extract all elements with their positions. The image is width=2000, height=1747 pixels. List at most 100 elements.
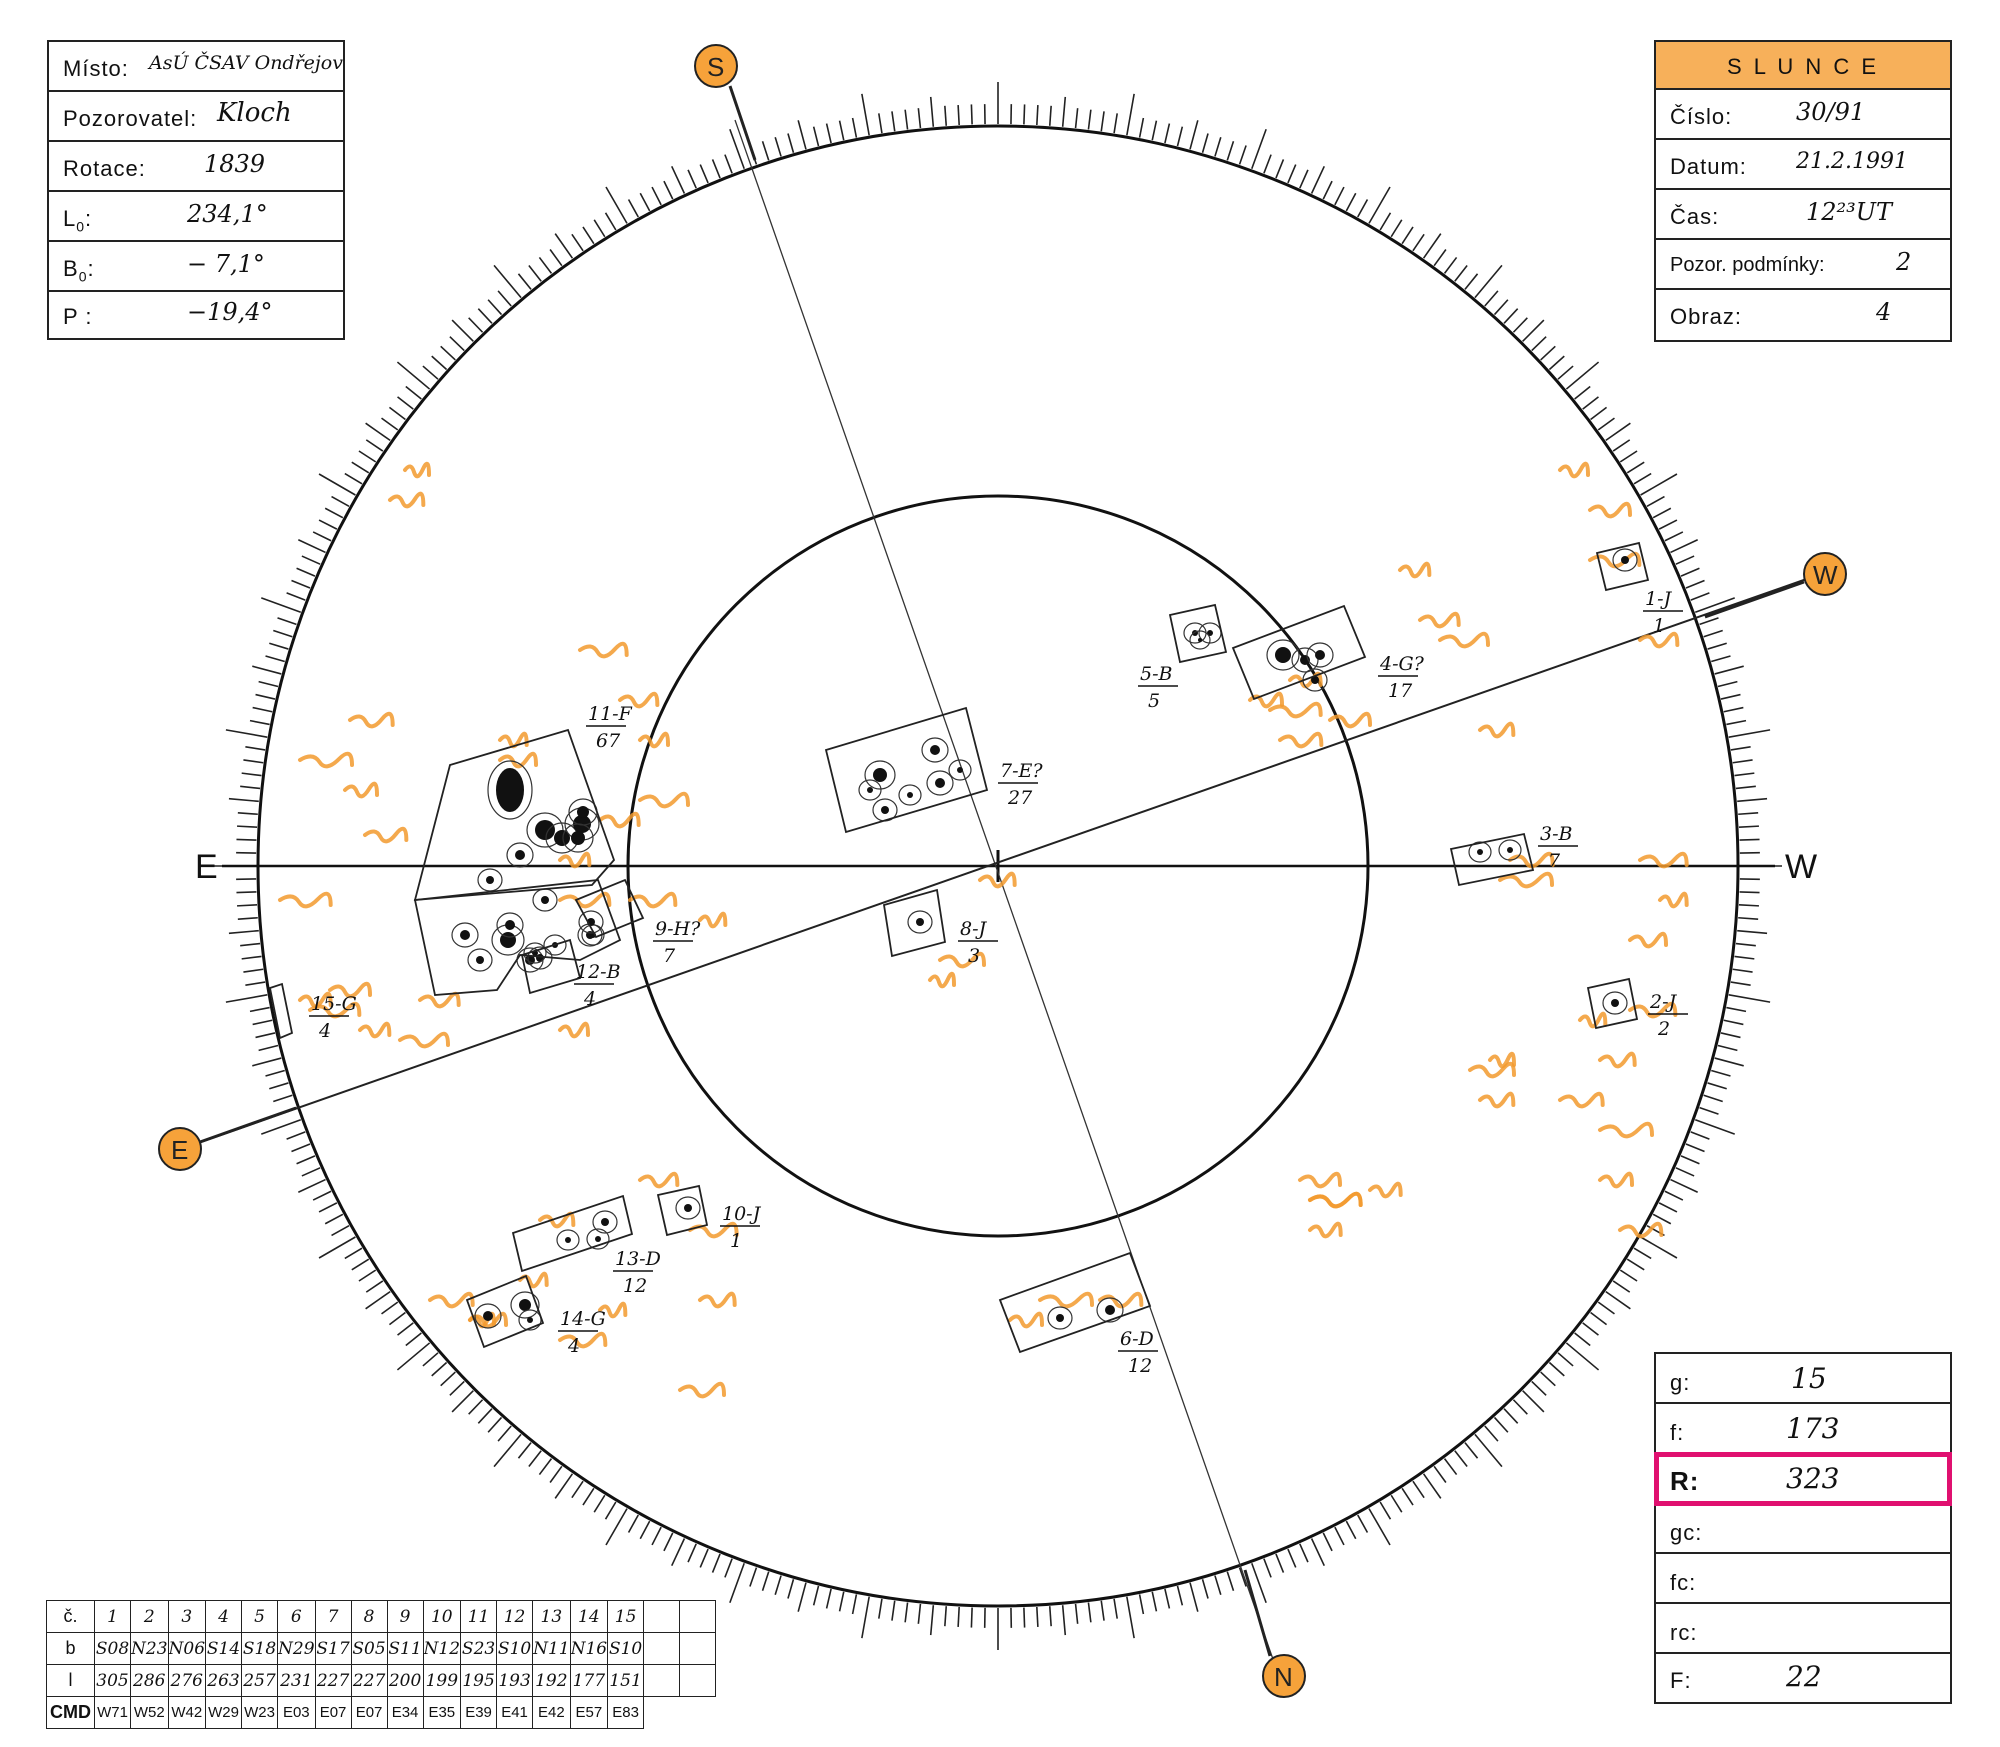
table-cell: 12 [496, 1600, 534, 1633]
limb-tick [528, 265, 542, 282]
group-id-label: 2-J [1649, 991, 1678, 1013]
limb-tick [358, 1269, 377, 1282]
limb-tick [1633, 472, 1652, 485]
table-cell: W42 [167, 1696, 207, 1729]
limb-tick [1652, 1213, 1672, 1225]
sunspot-umbra [571, 831, 585, 845]
limb-tick [1619, 450, 1638, 463]
limb-tick [312, 531, 332, 542]
table-cell: S08 [94, 1632, 131, 1665]
table-cell: 257 [241, 1664, 279, 1697]
sunspot-umbra [1315, 650, 1325, 660]
sunspot-penumbra [921, 737, 949, 763]
group-id-label: 3-B [1540, 823, 1573, 845]
limb-tick [422, 365, 439, 380]
sunspot-umbra [460, 930, 470, 940]
table-cell: S10 [607, 1632, 645, 1665]
limb-tick [1565, 361, 1600, 390]
limb-tick [1087, 109, 1092, 130]
limb-tick [252, 1019, 273, 1026]
east-label: E [195, 848, 218, 886]
limb-tick [318, 1202, 338, 1213]
limb-tick [1646, 495, 1665, 507]
facula-streak [1398, 561, 1432, 579]
limb-tick [1357, 1514, 1369, 1533]
limb-tick [1512, 317, 1528, 333]
limb-tick [440, 345, 456, 361]
table-cell: 286 [130, 1664, 169, 1697]
limb-tick [711, 159, 721, 179]
table-cell: 192 [532, 1664, 571, 1697]
limb-tick [240, 785, 261, 790]
limb-tick [331, 495, 350, 507]
cas-value: 12²³UT [1806, 198, 1893, 226]
table-cell: E35 [422, 1696, 462, 1729]
facula-streak [638, 731, 670, 749]
table-cell-empty [643, 1632, 681, 1665]
table-cell: S05 [350, 1632, 388, 1665]
limb-tick [431, 1361, 448, 1377]
limb-tick [1484, 290, 1499, 307]
west-badge-label: W [1813, 560, 1838, 590]
table-cell: 199 [422, 1664, 462, 1697]
sunspot-penumbra [1096, 1297, 1124, 1323]
limb-tick [344, 1247, 363, 1260]
facula-streak [363, 826, 409, 844]
limb-tick [252, 665, 282, 675]
limb-tick [651, 1526, 662, 1546]
limb-tick [1605, 1290, 1631, 1310]
limb-tick [1379, 1501, 1392, 1520]
table-cell: 276 [167, 1664, 207, 1697]
p-row: P : −19,4° [49, 292, 343, 338]
facula-streak [1038, 1291, 1094, 1309]
limb-tick [1263, 1558, 1272, 1578]
limb-tick [593, 1494, 606, 1513]
limb-tick [1723, 706, 1744, 713]
limb-tick [538, 256, 553, 274]
limb-tick [1707, 1082, 1727, 1090]
limb-tick [1422, 1473, 1442, 1499]
limb-tick [449, 1380, 465, 1396]
limb-tick [1714, 665, 1744, 675]
sunspot-penumbra [586, 1228, 610, 1250]
limb-tick [1670, 1178, 1699, 1193]
table-cell: E34 [386, 1696, 424, 1729]
limb-tick [405, 385, 422, 400]
limb-tick [1357, 199, 1369, 218]
limb-tick [1023, 104, 1026, 125]
facula-streak [388, 491, 426, 509]
obraz-row: Obraz: 4 [1656, 290, 1950, 340]
limb-tick [797, 120, 807, 150]
facula-streak [678, 1381, 726, 1399]
table-cell: 1 [94, 1600, 131, 1633]
facula-streak [1498, 871, 1554, 889]
table-cell: E03 [277, 1696, 316, 1729]
sunspot-penumbra [592, 1210, 618, 1234]
group-count-label: 12 [1128, 1355, 1152, 1377]
limb-tick [663, 180, 674, 200]
north-badge: N [1262, 1654, 1306, 1698]
limb-tick [493, 1433, 522, 1468]
table-cell: 7 [314, 1600, 352, 1633]
limb-tick [1263, 154, 1272, 174]
table-cell: 177 [569, 1664, 609, 1697]
group-id-label: 4-G? [1379, 653, 1425, 675]
limb-tick [1074, 1603, 1079, 1624]
facula-streak [1578, 1011, 1608, 1029]
table-cell: 231 [277, 1664, 316, 1697]
sunspot-penumbra [510, 1291, 540, 1319]
facula-streak [358, 1021, 392, 1039]
limb-tick [1138, 1594, 1145, 1615]
limb-tick [1703, 1094, 1723, 1103]
limb-tick [331, 1225, 350, 1237]
facula-streak [628, 891, 678, 909]
limb-tick [1714, 1057, 1744, 1067]
limb-tick [1484, 1425, 1499, 1442]
limb-tick [1685, 579, 1705, 589]
table-cell: 193 [496, 1664, 534, 1697]
limb-tick [1734, 772, 1755, 777]
limb-tick [422, 1352, 439, 1367]
limb-tick [468, 1399, 484, 1415]
facula-streak [1308, 1191, 1363, 1209]
